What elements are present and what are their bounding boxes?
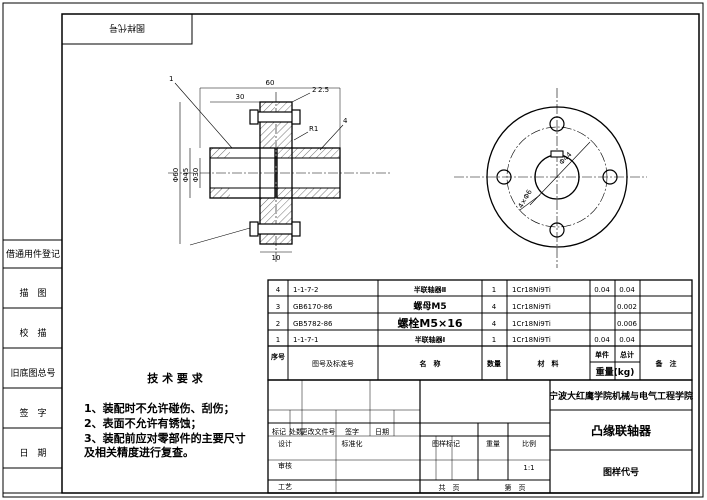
bom-head-seq: 序号: [270, 352, 285, 361]
tb-school: 宁波大红鹰学院机械与电气工程学院: [549, 390, 693, 402]
bom-r0-unit: 0.04: [594, 286, 610, 294]
tb-sheet-total: 共 页: [439, 483, 460, 492]
tb-count: 处数: [289, 427, 303, 436]
tech-requirements: 技 术 要 求 1、装配时不允许碰伤、刮伤； 2、表面不允许有锈蚀； 3、装配前…: [84, 371, 246, 459]
end-view-dimensions: Φ44 4×Φ6: [517, 150, 574, 210]
tb-design: 设计: [278, 439, 292, 448]
code-box: [61, 13, 193, 45]
section-dimensions: 60 30 Φ60 Φ45 Φ30 2 2.5 R1 10 1 4: [169, 75, 348, 262]
bom-r3-total: 0.04: [619, 336, 635, 344]
bom-r2-seq: 2: [276, 320, 280, 328]
bom-r3-seq: 1: [276, 336, 280, 344]
dim-radius: R1: [309, 125, 318, 133]
side-label-4: 签 字: [19, 407, 46, 419]
tb-weight: 重量: [486, 440, 500, 448]
bom-r0-seq: 4: [276, 286, 281, 294]
tb-sign: 签字: [345, 427, 359, 436]
dim-bottom: 10: [272, 254, 281, 262]
bom-r2-name: 螺栓M5×16: [397, 316, 462, 330]
bom-r0-total: 0.04: [619, 286, 635, 294]
bom-r1-name: 螺母M5: [413, 300, 446, 312]
bom-head-total: 总计: [620, 350, 634, 359]
bom-r1-mat: 1Cr18Ni9Ti: [512, 303, 551, 311]
bom-r0-code: 1-1-7-2: [293, 286, 318, 294]
tech-item-2: 2、表面不允许有锈蚀；: [84, 416, 202, 430]
dim-overall: 60: [266, 79, 275, 87]
dim-outer: Φ60: [172, 168, 180, 182]
side-label-5: 日 期: [19, 448, 46, 459]
bom-r1-qty: 4: [492, 303, 497, 311]
bom-r1-code: GB6170-86: [293, 303, 333, 311]
title-block-text: 标记 处数 更改文件号 签字 日期 设计 标准化 审核 工艺 图样标记 重量 比…: [272, 390, 693, 492]
dim-chamfer: 2.5: [318, 86, 329, 94]
tb-drawing-name: 凸缘联轴器: [591, 423, 652, 438]
bom-r1-total: 0.002: [617, 303, 637, 311]
side-strip: 借通用件登记 描 图 校 描 旧底图总号 签 字 日 期: [2, 239, 63, 494]
leader-1: 1: [169, 75, 173, 83]
bom-r0-mat: 1Cr18Ni9Ti: [512, 286, 551, 294]
tb-mark: 标记: [272, 427, 286, 436]
tb-date: 日期: [375, 428, 389, 436]
end-view: [454, 88, 647, 268]
dim-bore: Φ30: [192, 168, 200, 182]
tech-item-1: 1、装配时不允许碰伤、刮伤；: [84, 401, 235, 415]
dim-half: 30: [236, 93, 245, 101]
bom-head-name: 名 称: [420, 359, 441, 368]
bom-r3-code: 1-1-7-1: [293, 336, 318, 344]
dim-inner: Φ45: [182, 168, 190, 182]
bom-head-remark: 备 注: [655, 359, 677, 368]
bom-head-qty: 数量: [487, 359, 501, 368]
bom-r3-unit: 0.04: [594, 336, 610, 344]
bom-r2-code: GB5782-86: [293, 320, 333, 328]
bom-r3-name: 半联轴器Ⅰ: [415, 335, 446, 344]
tb-drawing-code: 图样代号: [603, 466, 639, 478]
tech-item-3: 3、装配前应对零部件的主要尺寸: [84, 431, 246, 445]
side-label-2: 校 描: [19, 327, 46, 339]
tb-stage: 图样标记: [432, 439, 460, 448]
tech-title: 技 术 要 求: [147, 371, 203, 385]
tb-scale-value: 1:1: [523, 464, 534, 472]
tb-sheet: 第 页: [505, 483, 526, 492]
bom-r0-qty: 1: [492, 286, 496, 294]
tb-review: 审核: [278, 461, 292, 470]
bom-r2-qty: 4: [492, 320, 497, 328]
code-box-text: 图样代号: [109, 22, 145, 34]
dim-holes: 4×Φ6: [517, 188, 534, 210]
bom-rows: 4 1-1-7-2 半联轴器Ⅱ 1 1Cr18Ni9Ti 0.04 0.04 3…: [270, 285, 677, 378]
bom-head-material: 材 料: [537, 359, 559, 368]
bom-head-unit: 单件: [595, 350, 609, 359]
title-block: [267, 379, 693, 494]
bom-head-weight: 重量(kg): [596, 366, 635, 378]
bom-r1-seq: 3: [276, 303, 280, 311]
tb-doc: 更改文件号: [301, 427, 336, 436]
bom-r2-total: 0.006: [617, 320, 638, 328]
dim-small: 2: [312, 86, 316, 94]
tb-scale: 比例: [522, 439, 536, 448]
bom-head-code: 图号及标准号: [312, 359, 354, 368]
side-label-3: 旧底图总号: [10, 367, 55, 379]
tech-item-4: 及相关精度进行复查。: [84, 445, 194, 459]
leader-4: 4: [343, 117, 348, 125]
side-label-1: 描 图: [19, 287, 46, 299]
section-view: [168, 82, 392, 262]
tb-std: 标准化: [342, 439, 363, 448]
tb-craft: 工艺: [278, 483, 292, 491]
side-label-0: 借通用件登记: [6, 248, 60, 260]
bom-r3-qty: 1: [492, 336, 496, 344]
bom-r3-mat: 1Cr18Ni9Ti: [512, 336, 551, 344]
bom-r2-mat: 1Cr18Ni9Ti: [512, 320, 551, 328]
bom-r0-name: 半联轴器Ⅱ: [414, 285, 447, 294]
